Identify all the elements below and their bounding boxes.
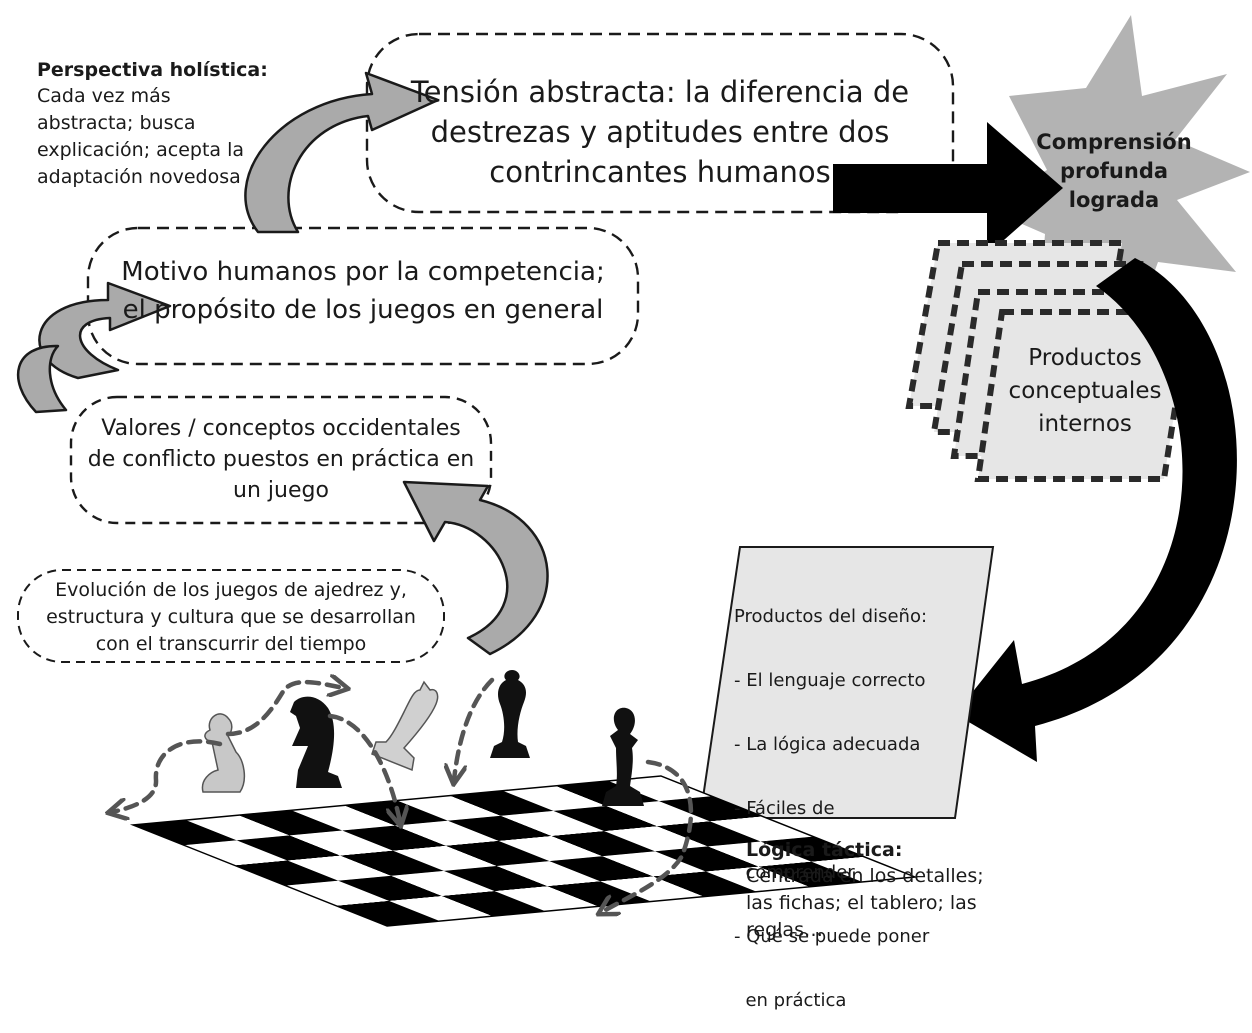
bubble-evolution xyxy=(17,569,445,663)
bubble-values xyxy=(69,395,493,525)
motive-text: Motivo humanos por la competencia; el pr… xyxy=(100,253,626,329)
chess-knight-black-icon xyxy=(290,696,342,788)
gray-arrows xyxy=(16,71,549,656)
holistic-line: explicación; acepta la xyxy=(37,139,245,161)
design-item: en práctica xyxy=(734,990,847,1011)
values-line: un juego xyxy=(233,478,329,503)
holistic-line: adaptación novedosa xyxy=(37,166,241,188)
tactical-line: reglas… xyxy=(746,919,823,941)
tension-line: contrincantes humanos xyxy=(489,155,831,189)
bubble-motive xyxy=(86,226,640,366)
tactical-line: Centrada en los detalles; xyxy=(746,865,984,887)
motive-line: Motivo humanos por la competencia; xyxy=(121,257,605,287)
star-text: Comprensión profunda lograda xyxy=(1014,128,1214,215)
chess-pawn-black-icon xyxy=(602,707,644,806)
evolution-line: con el transcurrir del tiempo xyxy=(95,633,367,655)
conceptual-line: Productos xyxy=(1028,345,1142,371)
black-arrow-top xyxy=(833,122,1063,255)
tension-line: Tensión abstracta: la diferencia de xyxy=(410,75,910,109)
design-item: comprender xyxy=(734,862,855,883)
movement-arrows xyxy=(112,680,694,912)
holistic-line: abstracta; busca xyxy=(37,112,196,134)
tactical-logic: Lógica táctica: Centrada en los detalles… xyxy=(746,837,1006,944)
conceptual-line: internos xyxy=(1038,411,1132,437)
design-title: Productos del diseño: xyxy=(734,606,928,627)
chess-pawn-white-icon xyxy=(201,713,246,793)
design-products-box xyxy=(698,546,995,819)
card-stack xyxy=(905,240,1194,482)
design-item: - La lógica adecuada xyxy=(734,734,921,755)
gray-arrow-3 xyxy=(16,344,68,414)
holistic-perspective: Perspectiva holística: Cada vez más abst… xyxy=(37,57,277,191)
conceptual-products-text: Productos conceptuales internos xyxy=(990,342,1180,441)
design-item: - Qué se puede poner xyxy=(734,926,930,947)
tactical-line: las fichas; el tablero; las xyxy=(746,892,977,914)
holistic-title: Perspectiva holística: xyxy=(37,59,268,81)
star-line: lograda xyxy=(1068,188,1160,212)
black-arrow-curve xyxy=(955,258,1237,762)
evolution-line: estructura y cultura que se desarrollan xyxy=(46,606,416,628)
tactical-title: Lógica táctica: xyxy=(746,839,903,861)
tension-line: destrezas y aptitudes entre dos xyxy=(430,115,890,149)
design-products-text: Productos del diseño: - El lenguaje corr… xyxy=(734,566,970,1033)
design-item: - Fáciles de xyxy=(734,798,835,819)
design-item: - El lenguaje correcto xyxy=(734,670,926,691)
values-text: Valores / conceptos occidentales de conf… xyxy=(80,413,482,506)
evolution-line: Evolución de los juegos de ajedrez y, xyxy=(55,579,407,601)
motive-line: el propósito de los juegos en general xyxy=(122,295,604,325)
values-line: Valores / conceptos occidentales xyxy=(101,416,461,441)
diagram-graphics xyxy=(16,15,1250,927)
gray-arrow-4 xyxy=(402,480,549,656)
star-line: profunda xyxy=(1059,159,1169,183)
bubble-tension xyxy=(365,32,955,214)
holistic-line: Cada vez más xyxy=(37,85,171,107)
conceptual-line: conceptuales xyxy=(1008,378,1162,404)
evolution-text: Evolución de los juegos de ajedrez y, es… xyxy=(24,577,438,658)
gray-arrow-1 xyxy=(244,71,440,234)
star-line: Comprensión xyxy=(1036,130,1192,154)
values-line: de conflicto puestos en práctica en xyxy=(87,447,475,472)
chess-bishop-black-icon xyxy=(490,670,530,758)
tension-text: Tensión abstracta: la diferencia de dest… xyxy=(380,72,940,192)
chess-bishop-white-icon xyxy=(371,680,439,772)
